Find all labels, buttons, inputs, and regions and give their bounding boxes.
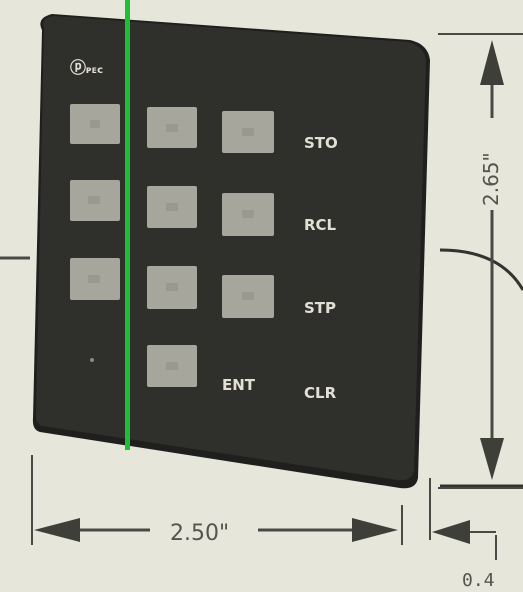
key-mark [88, 196, 100, 204]
depth-dimension: 0.4 [429, 478, 497, 591]
key-mark [88, 275, 100, 283]
key-mark [166, 283, 178, 291]
height-value: 2.65" [479, 152, 503, 206]
brand-logo: ⓟ ᴘᴇᴄ [70, 58, 103, 77]
label-sto: STO [304, 134, 338, 152]
key-mark [166, 124, 178, 132]
indicator-dot [90, 358, 94, 362]
width-dimension: 2.50" [31, 455, 403, 546]
key-mark [166, 362, 178, 370]
width-value: 2.50" [170, 521, 229, 546]
key-mark [166, 203, 178, 211]
height-dimension: 2.65" [438, 33, 523, 489]
label-clr: CLR [304, 384, 337, 402]
depth-value: 0.4 [462, 570, 495, 591]
label-rcl: RCL [304, 216, 337, 234]
key-mark [242, 210, 254, 218]
svg-text:ⓟ: ⓟ [70, 58, 86, 77]
key-legend-marks [88, 120, 254, 370]
side-profile-curve [439, 248, 523, 291]
key-mark [242, 128, 254, 136]
svg-text:ᴘᴇᴄ: ᴘᴇᴄ [86, 65, 103, 76]
label-ent: ENT [222, 376, 256, 394]
guide-line [125, 0, 130, 450]
key-mark [90, 120, 100, 128]
key-mark [242, 292, 254, 300]
keypad-panel [36, 16, 426, 481]
label-stp: STP [304, 299, 336, 317]
